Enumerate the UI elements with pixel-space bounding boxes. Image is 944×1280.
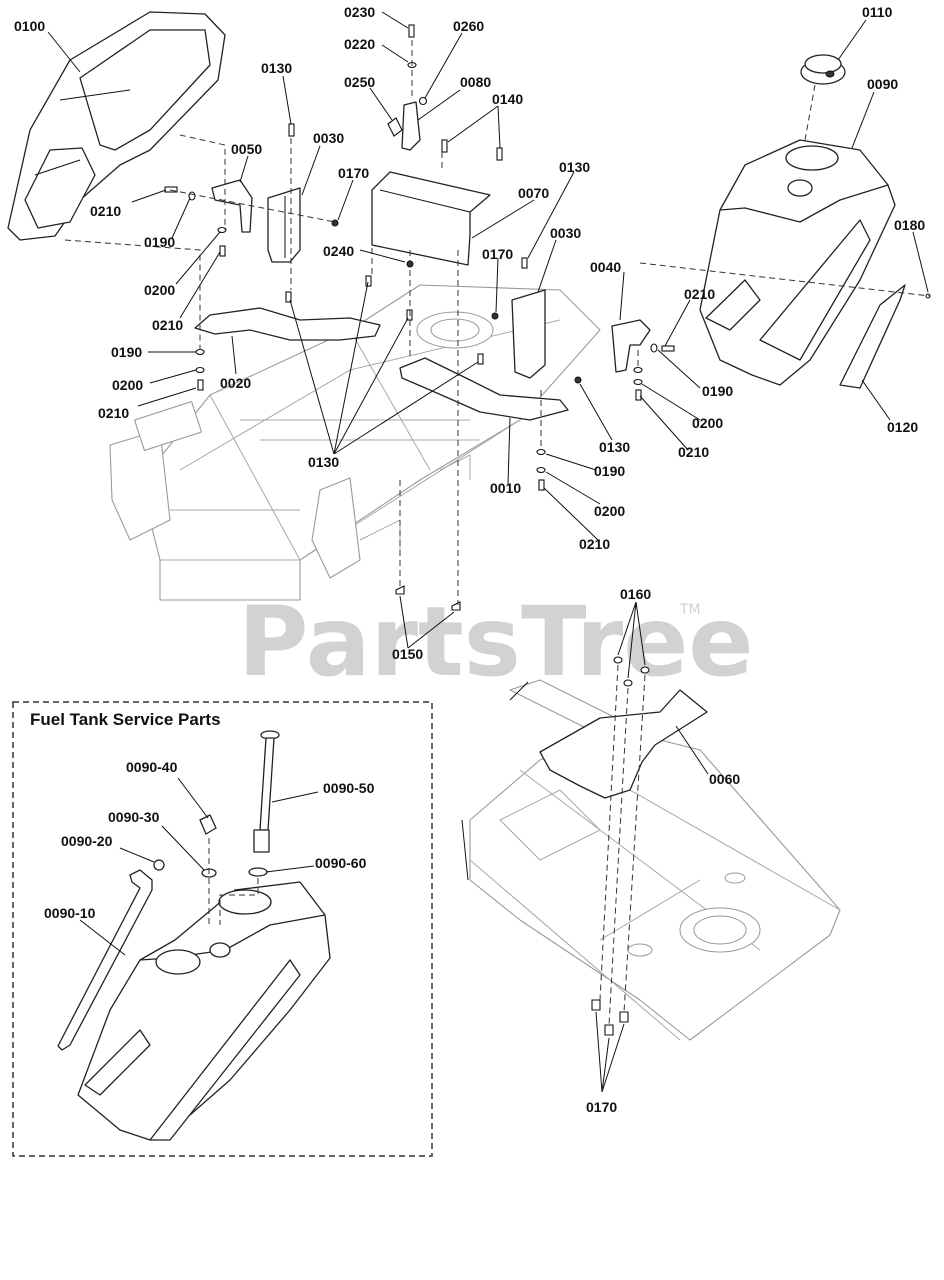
part-0020-crossmember [194,307,381,341]
callout-label: 0210 [152,317,183,333]
watermark: PartsTree [238,586,753,698]
callout-label: 0200 [692,415,723,431]
callout-label: 0180 [894,217,925,233]
callout-label: 0170 [586,1099,617,1115]
callout-label: 0110 [862,4,893,20]
callout-label: 0190 [702,383,733,399]
part-0100-left-cover [7,11,226,241]
part-0010-crossmember [399,357,569,421]
callout-label: 0250 [344,74,375,90]
callout-label: 0130 [308,454,339,470]
callout-label: 0090-10 [44,905,96,921]
hardware-fasteners [164,24,931,611]
hardware-lower [591,656,650,1036]
callout-label: 0030 [550,225,581,241]
callout-label: 0200 [112,377,143,393]
callout-label: 0060 [709,771,740,787]
callout-label: 0160 [620,586,651,602]
callout-label: 0090-20 [61,833,113,849]
callout-label: 0200 [594,503,625,519]
callout-label: 0090-40 [126,759,178,775]
part-0040-bracket [611,319,651,373]
callout-label: 0140 [492,91,523,107]
callout-label: 0210 [98,405,129,421]
part-0080-bracket [401,101,421,151]
assembly-lines-lower [599,664,646,1026]
part-0070-cover-plate [371,171,491,266]
callout-label: 0080 [460,74,491,90]
callout-label: 0260 [453,18,484,34]
part-0030-bracket-right [511,289,546,379]
callout-label: 0220 [344,36,375,52]
inset-part-0090-10-fuel-line [57,869,153,1051]
inset-fuel-tank [77,881,331,1141]
callout-label: 0170 [338,165,369,181]
part-0110-fuel-cap [800,54,846,85]
callout-label: 0210 [90,203,121,219]
inset-part-0090-60-grommet [248,867,268,877]
inset-part-0090-20-fitting [153,859,165,871]
callout-label: 0090-30 [108,809,160,825]
callout-label: 0200 [144,282,175,298]
callout-label: 0170 [482,246,513,262]
callout-label: 0040 [590,259,621,275]
callout-label: 0190 [144,234,175,250]
watermark-trademark: TM [679,602,701,618]
part-0050-bracket [211,179,253,233]
callout-label: 0210 [579,536,610,552]
assembly-lines-upper [64,40,931,605]
callout-label: 0240 [323,243,354,259]
inset-sending-unit [253,730,280,853]
callout-label: 0070 [518,185,549,201]
callout-label: 0130 [559,159,590,175]
inset-box [12,701,433,1157]
callout-label: 0120 [887,419,918,435]
callout-label: 0130 [261,60,292,76]
callout-label: 0190 [111,344,142,360]
callout-label: 0090 [867,76,898,92]
part-0060-plate [539,689,708,799]
callout-label: 0090-60 [315,855,367,871]
callout-label: 0090-50 [323,780,375,796]
main-frame-upper [109,284,601,601]
part-0090-fuel-tank [699,139,896,386]
callout-labels: 0100 0230 0260 0110 0220 0250 0080 0090 … [14,4,925,1115]
callout-label: 0210 [678,444,709,460]
callout-label: 0230 [344,4,375,20]
part-0030-bracket-left [267,187,301,263]
callout-label: 0100 [14,18,45,34]
callout-label: 0020 [220,375,251,391]
callout-label: 0210 [684,286,715,302]
inset-assembly-lines [208,838,259,925]
callout-label: 0190 [594,463,625,479]
inset-title: Fuel Tank Service Parts [30,710,221,729]
callout-label: 0050 [231,141,262,157]
callout-label: 0150 [392,646,423,662]
callout-label: 0130 [599,439,630,455]
leader-lines [47,11,929,1093]
callout-label: 0010 [490,480,521,496]
callout-label: 0030 [313,130,344,146]
part-0120-shield [839,284,906,389]
